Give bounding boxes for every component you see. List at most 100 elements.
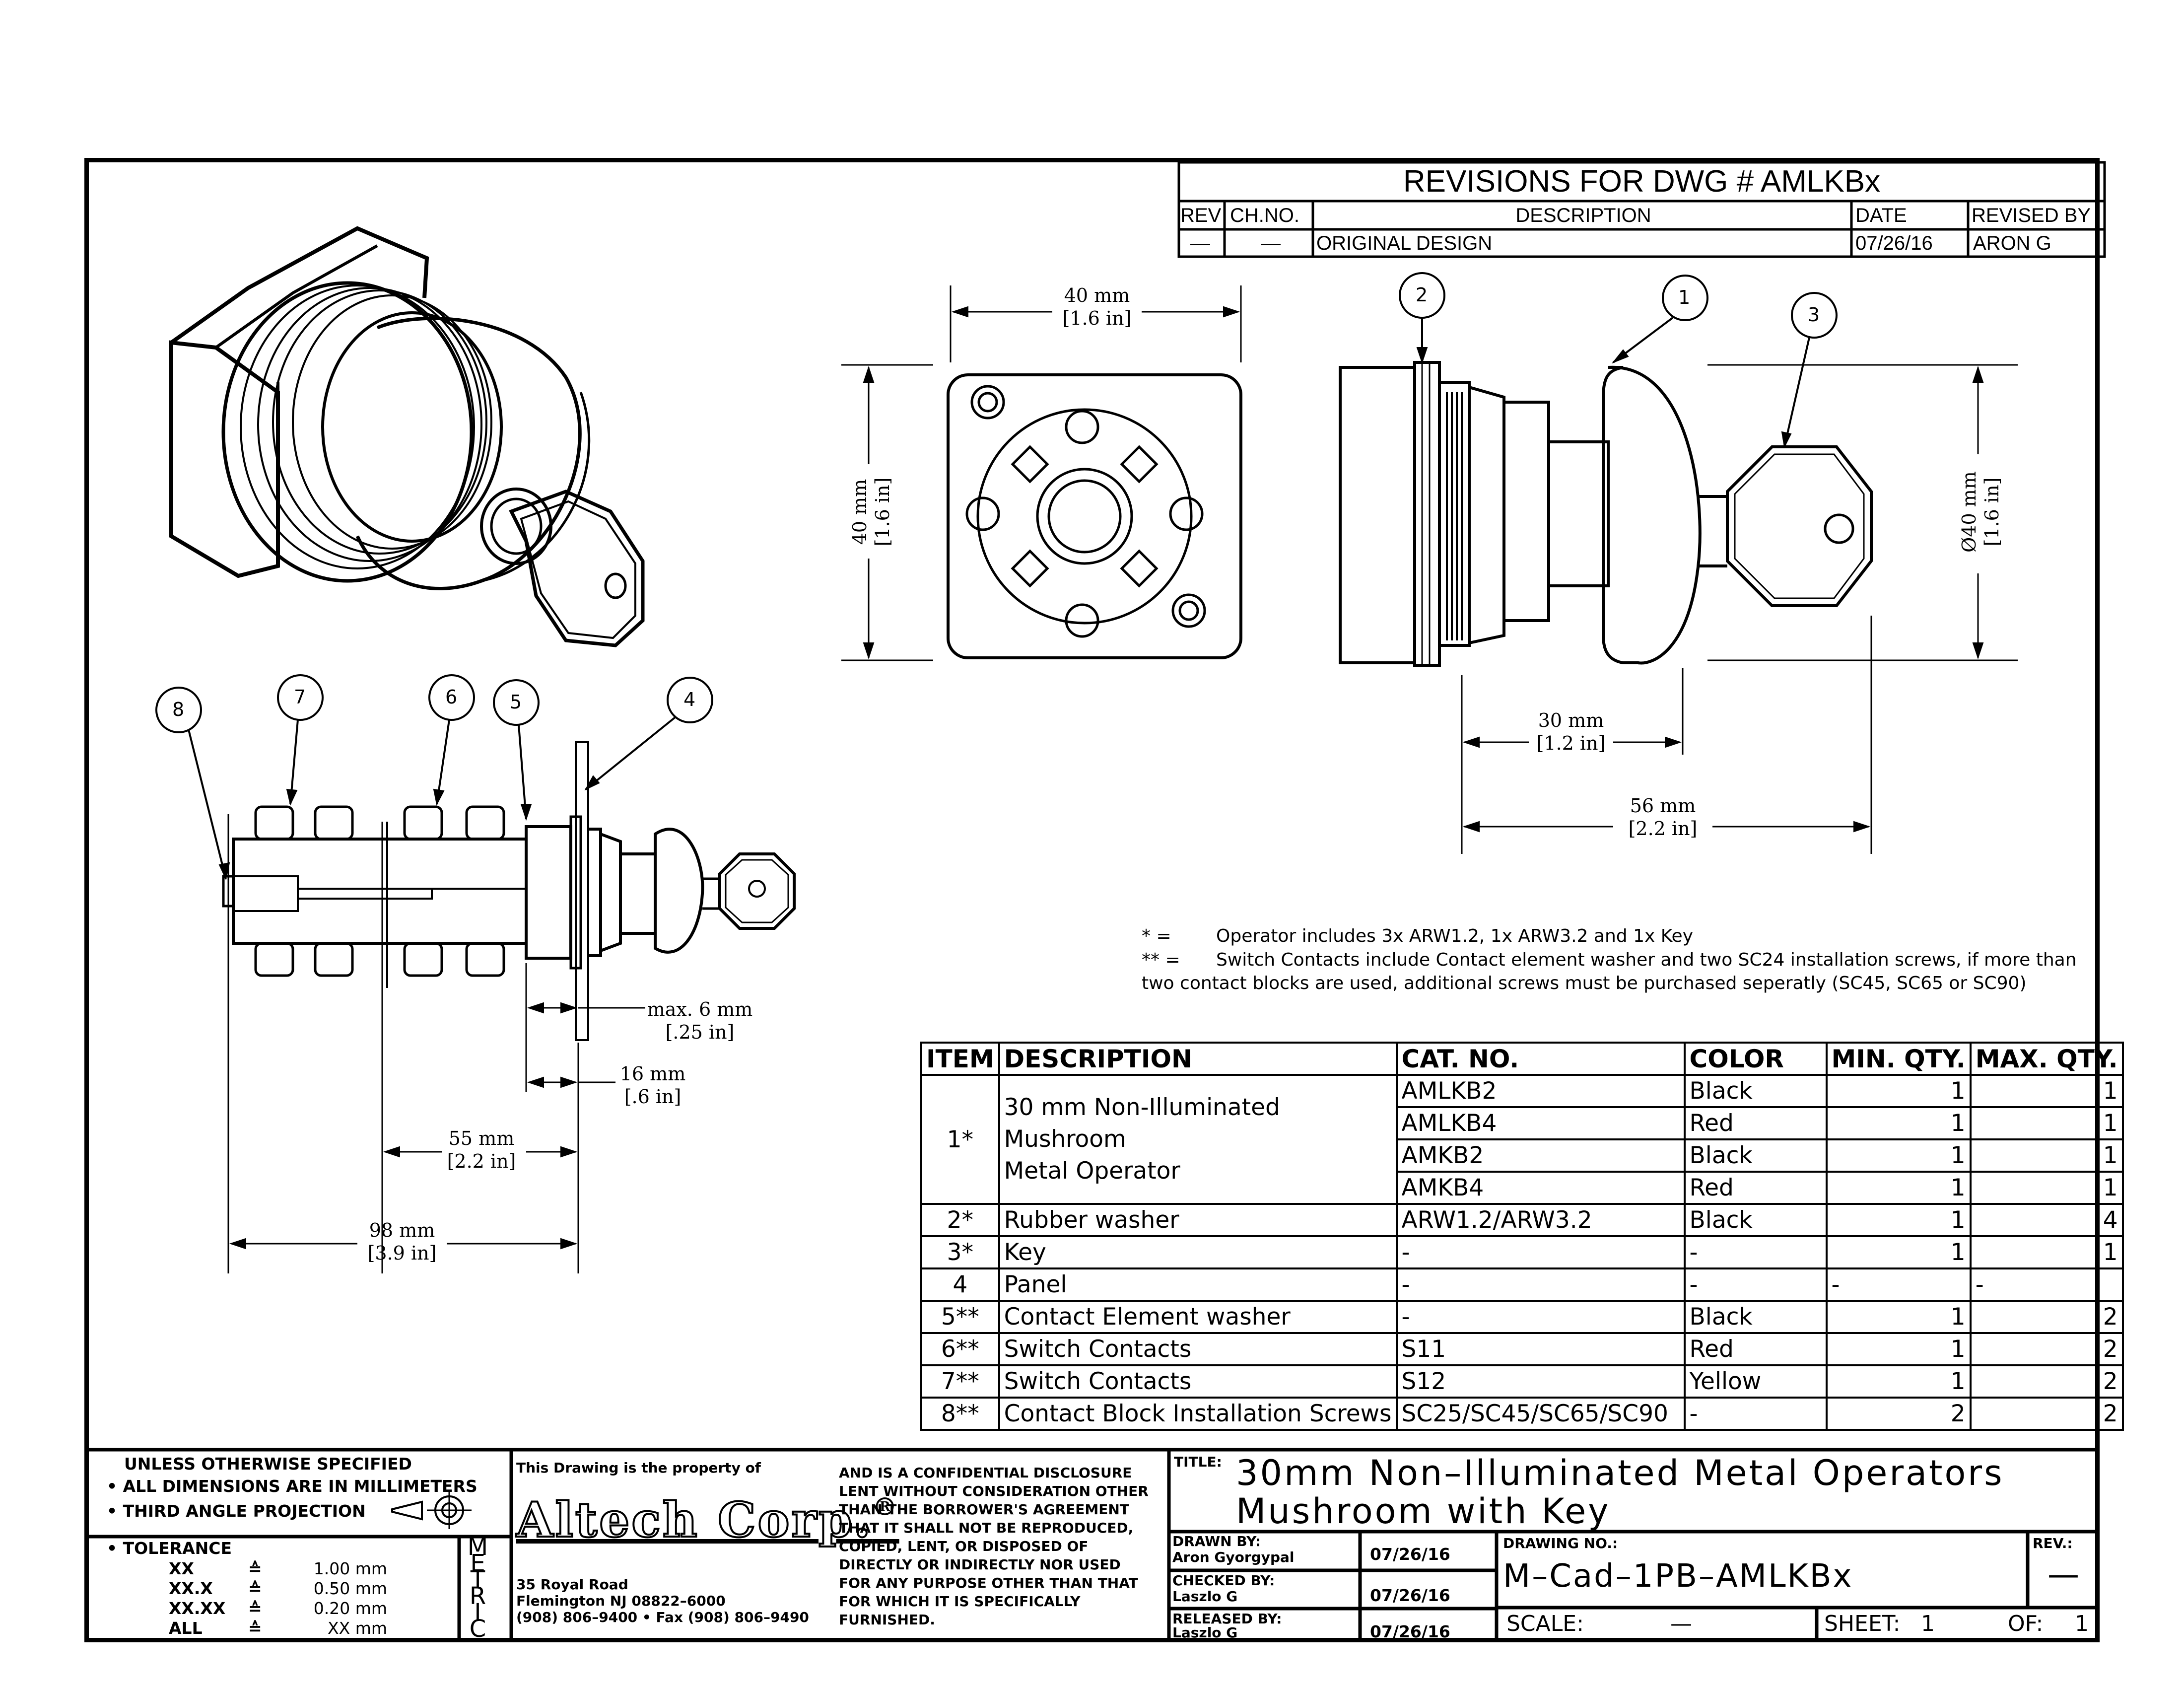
bom-cell-description: Switch Contacts	[998, 1364, 1398, 1399]
note-dstar-text2: two contact blocks are used, additional …	[1142, 973, 2027, 993]
dim-side-56: 56 mm [2.2 in]	[1613, 794, 1712, 840]
table-row: AMKB4 Red 1 1	[921, 1171, 2124, 1205]
spec-line2: • ALL DIMENSIONS ARE IN MILLIMETERS	[107, 1477, 478, 1496]
bom-cell-cat-no: AMKB4	[1395, 1171, 1686, 1205]
rev-row-chno: —	[1261, 232, 1281, 254]
dim-front-height-mm: 40 mm	[849, 479, 871, 545]
bom-cell-max-qty: 1	[1969, 1106, 2124, 1140]
bom-cell-min-qty: 1	[1825, 1332, 1972, 1366]
dim-98: 98 mm [3.9 in]	[355, 1219, 449, 1265]
checked-date: 07/26/16	[1370, 1586, 1450, 1605]
bom-cell-description: Rubber washer	[998, 1203, 1398, 1237]
rev-row-revised-by: ARON G	[1973, 232, 2051, 254]
tolerance-label: • TOLERANCE	[107, 1539, 232, 1558]
balloon-7: 7	[294, 686, 306, 708]
checked-by: Laszlo G	[1172, 1588, 1238, 1605]
of-label: OF:	[2008, 1611, 2044, 1636]
dim-max-6: max. 6 mm [.25 in]	[640, 998, 759, 1044]
released-by: Laszlo G	[1172, 1624, 1238, 1641]
tolerance-row: XX.X≙0.50 mm	[169, 1579, 387, 1598]
bom-cell-color: -	[1683, 1397, 1828, 1431]
tolerance-row: ALL≙XX mm	[169, 1618, 387, 1638]
tolerance-row: XX.XX≙0.20 mm	[169, 1599, 387, 1618]
bom-cell-min-qty: 1	[1825, 1138, 1972, 1173]
dim-side-30-mm: 30 mm	[1538, 709, 1604, 731]
bom-cell-cat-no: -	[1395, 1300, 1686, 1334]
drawing-no-label: DRAWING NO.:	[1503, 1535, 1618, 1551]
drawing-frame	[84, 158, 2100, 1642]
bom-header-cat-no: CAT. NO.	[1395, 1042, 1686, 1076]
table-row: 1* 30 mm Non-Illuminated Mushroom Metal …	[920, 1074, 2124, 1205]
note-dstar-symbol: ** =	[1142, 950, 1180, 970]
spec-line1: UNLESS OTHERWISE SPECIFIED	[124, 1454, 412, 1474]
note-star-text: Operator includes 3x ARW1.2, 1x ARW3.2 a…	[1216, 926, 1693, 946]
bom-cell-description: Switch Contacts	[998, 1332, 1398, 1366]
side-view	[1339, 361, 2018, 854]
dim-55-in: [2.2 in]	[447, 1150, 516, 1172]
bom-cell-min-qty: 2	[1825, 1397, 1972, 1431]
dim-98-in: [3.9 in]	[367, 1242, 437, 1264]
bom-cell-cat-no: AMKB2	[1395, 1138, 1686, 1173]
bom-cell-description: Panel	[998, 1267, 1398, 1302]
table-row: 7** Switch Contacts S12 Yellow 1 2	[920, 1364, 2124, 1399]
dim-front-height-in: [1.6 in]	[872, 477, 893, 547]
note-dstar-text: Switch Contacts include Contact element …	[1216, 950, 2077, 970]
title-line1: 30mm Non–Illuminated Metal Operators	[1236, 1453, 2004, 1493]
rev-row-description: ORIGINAL DESIGN	[1316, 232, 1493, 254]
bom-cell-item: 2*	[920, 1203, 1000, 1237]
bom-cell-cat-no: S12	[1395, 1364, 1686, 1399]
bom-cell-color: Yellow	[1683, 1364, 1828, 1399]
bom-cell-item: 8**	[920, 1397, 1000, 1431]
balloon-6: 6	[445, 686, 458, 708]
bom-cell-color: Black	[1683, 1074, 1828, 1108]
released-by-label: RELEASED BY:	[1172, 1611, 1282, 1627]
drawn-by-label: DRAWN BY:	[1172, 1533, 1261, 1549]
bom-header-row: ITEM DESCRIPTION CAT. NO. COLOR MIN. QTY…	[920, 1042, 2124, 1076]
bom-cell-cat-no: AMLKB2	[1395, 1074, 1686, 1108]
rev-header-revised-by: REVISED BY	[1972, 205, 2091, 226]
dim-side-56-in: [2.2 in]	[1628, 818, 1698, 840]
bom-cell-cat-no: AMLKB4	[1395, 1106, 1686, 1140]
bom-cell-cat-no: ARW1.2/ARW3.2	[1395, 1203, 1686, 1237]
balloon-1: 1	[1678, 286, 1691, 308]
bom-cell-min-qty: 1	[1825, 1300, 1972, 1334]
bom-cell-cat-no: -	[1395, 1267, 1686, 1302]
bill-of-materials: ITEM DESCRIPTION CAT. NO. COLOR MIN. QTY…	[920, 1042, 2124, 1431]
dim-side-diameter-in: [1.6 in]	[1981, 477, 2003, 547]
bom-item-1: 1*	[920, 1074, 1000, 1205]
dim-front-height: 40 mm [1.6 in]	[848, 465, 894, 559]
dim-max-6-in: [.25 in]	[665, 1021, 735, 1043]
drawing-no: M–Cad–1PB–AMLKBx	[1503, 1558, 1853, 1595]
table-row: 3* Key - - 1 1	[920, 1235, 2124, 1269]
bom-header-min-qty: MIN. QTY.	[1825, 1042, 1972, 1076]
bom-cell-max-qty: -	[1969, 1267, 2124, 1302]
balloon-arrowheads	[218, 347, 1792, 881]
assembly-side-view	[222, 741, 796, 1273]
rev-header-rev: REV	[1180, 205, 1222, 226]
bom-cell-color: Black	[1683, 1203, 1828, 1237]
balloon-5: 5	[510, 691, 522, 713]
drawn-by: Aron Gyorgypal	[1172, 1549, 1295, 1565]
bom-cell-cat-no: SC25/SC45/SC65/SC90	[1395, 1397, 1686, 1431]
dim-side-diameter: Ø40 mm [1.6 in]	[1958, 462, 2003, 562]
bom-cell-max-qty: 2	[1969, 1364, 2124, 1399]
dim-side-30-in: [1.2 in]	[1536, 732, 1606, 754]
title-line2: Mushroom with Key	[1236, 1491, 1611, 1532]
tolerance-list: XX≙1.00 mm XX.X≙0.50 mm XX.XX≙0.20 mm AL…	[169, 1559, 387, 1638]
bom-cell-min-qty: -	[1825, 1267, 1972, 1302]
tolerance-row: XX≙1.00 mm	[169, 1559, 387, 1578]
bom-item-1-description-line2: Metal Operator	[1004, 1157, 1180, 1185]
bom-cell-item: 5**	[920, 1300, 1000, 1334]
bom-cell-max-qty: 2	[1969, 1300, 2124, 1334]
of-value: 1	[2075, 1611, 2089, 1636]
balloon-8: 8	[172, 699, 185, 720]
dim-98-mm: 98 mm	[369, 1219, 435, 1241]
bom-cell-item: 7**	[920, 1364, 1000, 1399]
bom-cell-description: Key	[998, 1235, 1398, 1269]
scale-value: —	[1670, 1611, 1692, 1636]
bom-cell-max-qty: 1	[1969, 1138, 2124, 1173]
bom-cell-color: Red	[1683, 1171, 1828, 1205]
title-block-lines	[87, 1448, 2097, 1640]
